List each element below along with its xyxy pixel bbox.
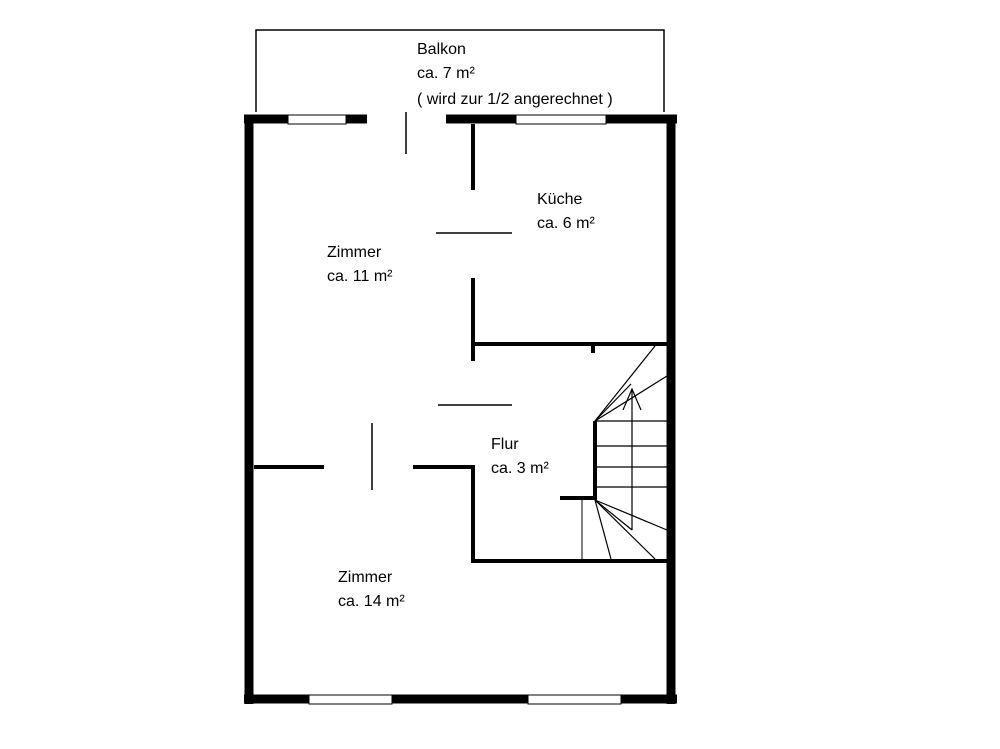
room-labels: Balkon ca. 7 m² ( wird zur 1/2 angerechn…	[327, 41, 613, 610]
window-bottom-left	[308, 694, 393, 705]
room-top-name: Zimmer	[327, 244, 382, 261]
window-bottom-right	[527, 694, 622, 705]
balcony	[255, 29, 665, 154]
kitchen-area: ca. 6 m²	[537, 215, 595, 232]
windows	[287, 114, 622, 705]
balcony-outline	[255, 29, 665, 112]
balcony-area: ca. 7 m²	[417, 65, 475, 82]
room-bottom-area: ca. 14 m²	[338, 593, 405, 610]
stair-treads	[594, 345, 668, 560]
window-top-right	[515, 114, 607, 125]
balcony-note: ( wird zur 1/2 angerechnet )	[417, 91, 613, 108]
window-top-left	[287, 114, 347, 125]
balcony-name: Balkon	[417, 41, 466, 58]
hall-name: Flur	[491, 436, 519, 453]
hall-area: ca. 3 m²	[491, 460, 549, 477]
kitchen-name: Küche	[537, 191, 582, 208]
staircase	[560, 345, 668, 561]
doors	[371, 232, 512, 490]
interior-walls	[254, 124, 667, 563]
room-top-area: ca. 11 m²	[327, 268, 393, 285]
stair-arrow-head	[622, 387, 642, 411]
room-bottom-name: Zimmer	[338, 569, 393, 586]
